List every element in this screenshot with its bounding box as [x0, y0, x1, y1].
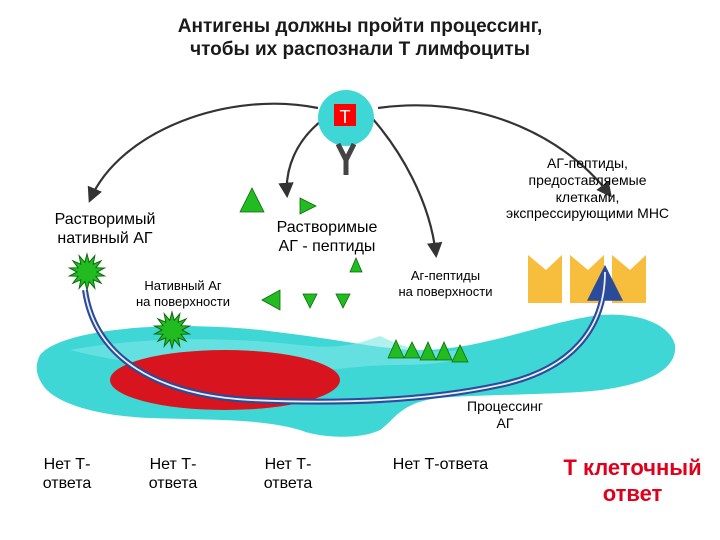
recognition-arrows [87, 102, 612, 259]
soluble-native-label: Растворимый нативный АГ [54, 211, 156, 248]
t-cell-label: Т [340, 107, 351, 127]
surface-peptide-triangles [387, 339, 469, 363]
no-response-3: Нет Т- ответа [263, 456, 313, 493]
soluble-peptides-label: Растворимые АГ - пептиды [276, 219, 378, 256]
native-surface-antigen-icon [152, 310, 192, 350]
processing-label: Процессинг АГ [467, 398, 543, 431]
t-lymphocyte: Т [318, 90, 374, 175]
no-response-4: Нет Т-ответа [392, 456, 489, 473]
t-cell-response: Т клеточный ответ [563, 455, 702, 507]
mhc-molecules [528, 255, 646, 303]
no-response-2: Нет Т- ответа [148, 456, 198, 493]
mhc-peptides-label: АГ-пептиды, предоставляемые клетками, эк… [505, 155, 670, 222]
t-cell-receptor [335, 142, 357, 175]
soluble-peptide-triangles [239, 187, 363, 311]
peptides-surface-label: Аг-пептиды на поверхности [398, 268, 493, 299]
native-antigen-icon [67, 252, 107, 292]
diagram-title: Антигены должны пройти процессинг, чтобы… [177, 16, 543, 60]
native-surface-label: Нативный Аг на поверхности [136, 278, 230, 309]
no-response-1: Нет Т- ответа [42, 456, 92, 493]
cell-nucleus [110, 350, 340, 410]
